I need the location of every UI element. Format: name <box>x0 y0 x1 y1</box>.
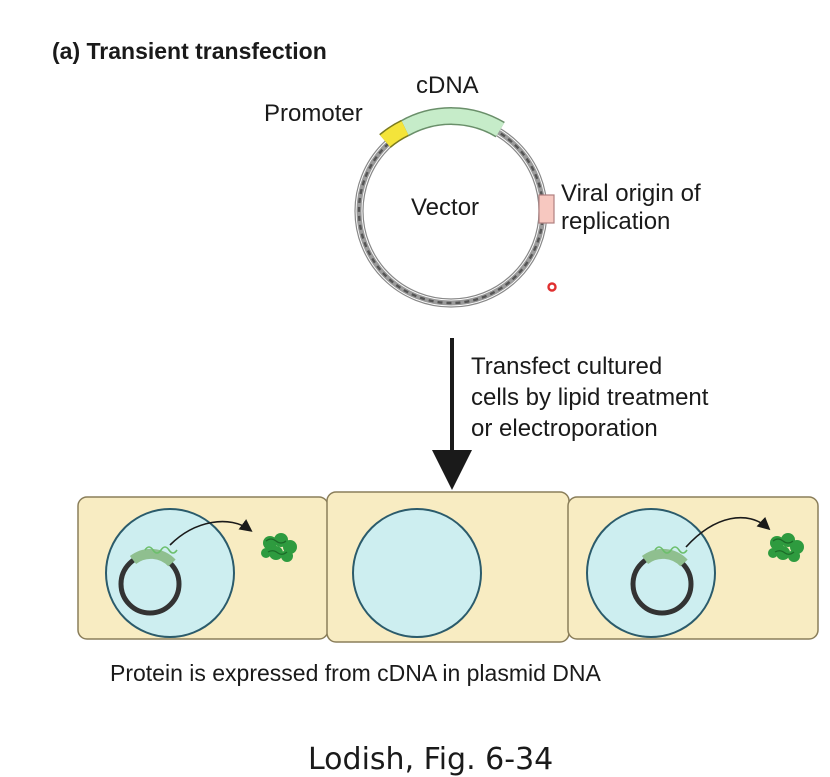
cdna-in-plasmid <box>129 548 176 567</box>
viral-origin-segment <box>538 194 555 224</box>
cells-caption: Protein is expressed from cDNA in plasmi… <box>110 660 601 686</box>
viral-origin-label-line: replication <box>561 208 671 235</box>
middle-cell <box>326 491 570 643</box>
nucleus <box>586 508 716 638</box>
cdna-segment <box>400 108 505 137</box>
right-cell <box>567 496 819 640</box>
protein-blob-icon <box>768 533 804 562</box>
cursor-dot-icon <box>547 282 557 292</box>
plasmid-vector <box>354 107 555 308</box>
mrna-icon <box>144 546 178 554</box>
cells-row <box>77 491 819 643</box>
nucleus <box>105 508 235 638</box>
viral-origin-label: Viral origin of replication <box>561 180 701 236</box>
expression-arrow <box>685 516 771 548</box>
panel-title: (a) Transient transfection <box>52 38 327 64</box>
viral-origin-label-line: Viral origin of <box>561 180 701 207</box>
left-cell <box>77 496 329 640</box>
figure-credit: Lodish, Fig. 6-34 <box>308 742 554 777</box>
step-line: or electroporation <box>471 415 658 442</box>
vector-label: Vector <box>411 194 480 221</box>
step-line: Transfect cultured <box>471 353 663 380</box>
nucleus <box>352 508 482 638</box>
promoter-label: Promoter <box>264 100 363 127</box>
cdna-label: cDNA <box>416 72 479 99</box>
step-line: cells by lipid treatment <box>471 384 709 411</box>
promoter-segment <box>380 121 409 147</box>
protein-blob-icon <box>261 533 297 562</box>
cdna-in-plasmid <box>641 548 688 567</box>
transfection-step-label: Transfect cultured cells by lipid treatm… <box>471 351 708 444</box>
expression-arrow <box>169 519 253 546</box>
mrna-icon <box>654 546 688 554</box>
